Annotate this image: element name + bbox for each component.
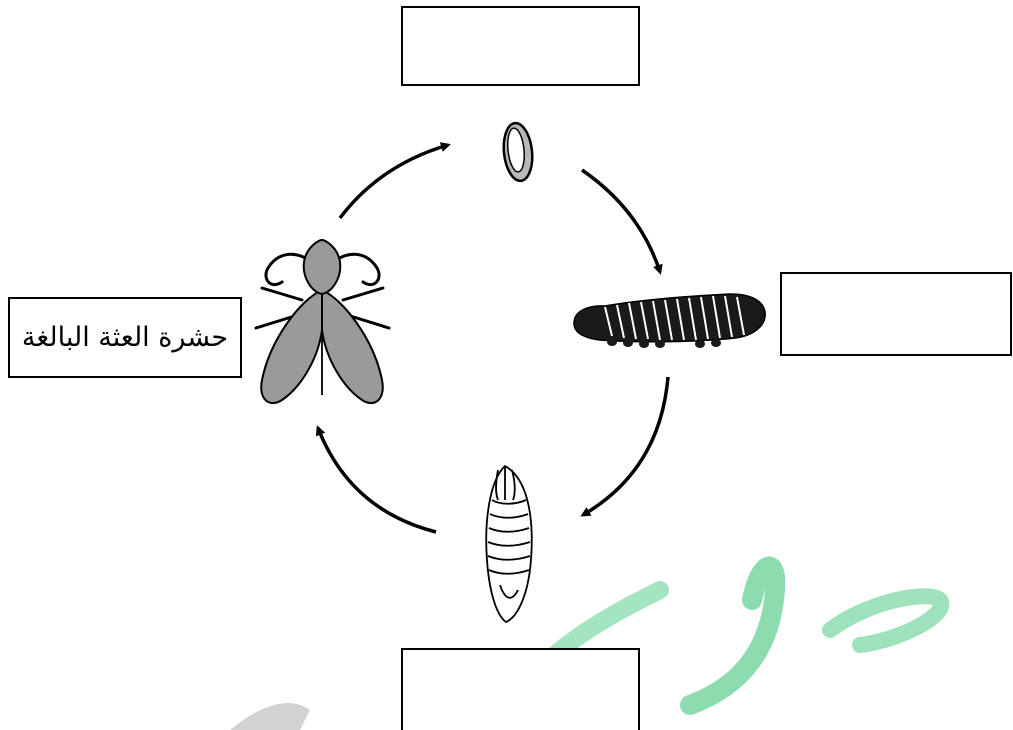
egg-icon xyxy=(501,122,535,183)
moth-leg-right-1 xyxy=(343,288,383,300)
caterpillar-icon xyxy=(574,294,765,348)
arrow-pupa-to-adult xyxy=(318,428,436,532)
moth-wing-right xyxy=(322,290,383,403)
watermark-stroke-4 xyxy=(230,703,310,730)
moth-icon xyxy=(256,240,389,403)
arrow-adult-to-egg xyxy=(340,145,448,218)
watermark-stroke-2 xyxy=(690,567,775,705)
label-box-egg xyxy=(401,6,640,86)
moth-wing-left xyxy=(261,290,322,403)
pupa-icon xyxy=(486,466,531,622)
label-adult: حشرة العثة البالغة xyxy=(22,322,228,353)
moth-head xyxy=(304,240,341,294)
watermark-stroke-3 xyxy=(830,596,941,645)
moth-leg-left-1 xyxy=(262,288,302,300)
label-box-adult: حشرة العثة البالغة xyxy=(8,297,242,378)
label-box-pupa xyxy=(401,648,640,730)
arrow-larva-to-pupa xyxy=(583,377,668,515)
arrow-egg-to-larva xyxy=(582,170,660,272)
label-box-larva xyxy=(780,272,1012,356)
